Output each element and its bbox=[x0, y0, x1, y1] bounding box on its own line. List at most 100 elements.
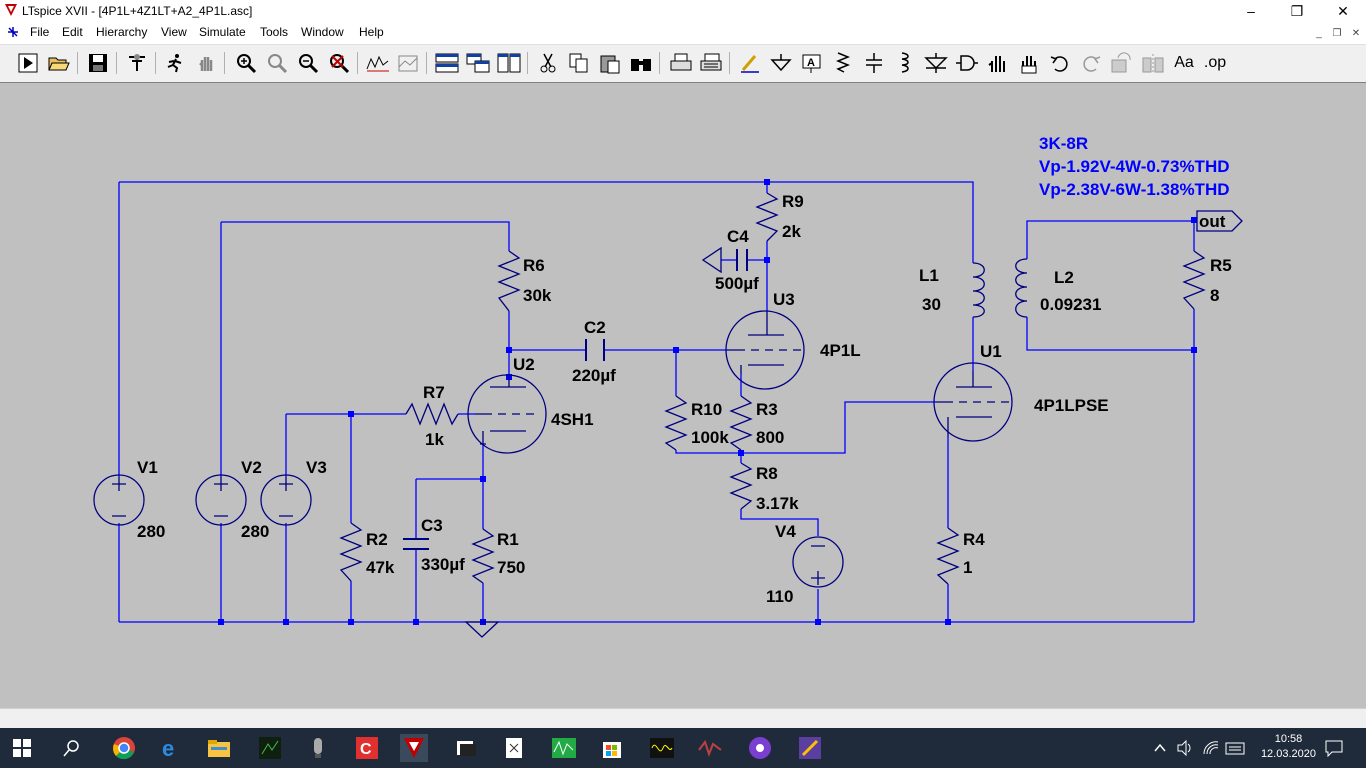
schematic-canvas[interactable]: 3K-8R Vp-1.92V-4W-0.73%THD Vp-2.38V-6W-1… bbox=[0, 82, 1366, 709]
cascade-icon[interactable] bbox=[466, 51, 490, 75]
R3-name[interactable]: R3 bbox=[756, 400, 778, 419]
L1-name[interactable]: L1 bbox=[919, 266, 939, 285]
note-line-3[interactable]: Vp-2.38V-6W-1.38%THD bbox=[1039, 180, 1230, 199]
V1-name[interactable]: V1 bbox=[137, 458, 158, 477]
tray-chevron-icon[interactable] bbox=[1150, 734, 1170, 762]
edge-icon[interactable]: e bbox=[158, 734, 186, 762]
V1-value[interactable]: 280 bbox=[137, 522, 165, 541]
menu-window[interactable]: Window bbox=[301, 25, 344, 39]
minimize-button[interactable]: – bbox=[1247, 3, 1255, 19]
schematic-doc-icon[interactable] bbox=[6, 25, 20, 39]
resistor-icon[interactable] bbox=[831, 51, 855, 75]
menu-help[interactable]: Help bbox=[359, 25, 384, 39]
find-icon[interactable] bbox=[629, 51, 653, 75]
network-icon[interactable] bbox=[1200, 734, 1222, 762]
R7-name[interactable]: R7 bbox=[423, 383, 445, 402]
file-explorer-icon[interactable] bbox=[205, 734, 233, 762]
notifications-icon[interactable] bbox=[1320, 734, 1348, 762]
plot-settings-icon[interactable] bbox=[396, 51, 420, 75]
V2-value[interactable]: 280 bbox=[241, 522, 269, 541]
R7-value[interactable]: 1k bbox=[425, 430, 444, 449]
menu-edit[interactable]: Edit bbox=[62, 25, 83, 39]
volume-icon[interactable] bbox=[1174, 734, 1196, 762]
U3-name[interactable]: U3 bbox=[773, 290, 795, 309]
C4-name[interactable]: C4 bbox=[727, 227, 749, 246]
R5-name[interactable]: R5 bbox=[1210, 256, 1232, 275]
U3-value[interactable]: 4P1L bbox=[820, 341, 861, 360]
save-icon[interactable] bbox=[86, 51, 110, 75]
R6-name[interactable]: R6 bbox=[523, 256, 545, 275]
out-label[interactable]: out bbox=[1199, 212, 1226, 231]
spice-directive-icon[interactable]: .op bbox=[1203, 54, 1227, 71]
zoom-in-icon[interactable] bbox=[234, 51, 258, 75]
oscilloscope-app-icon[interactable] bbox=[648, 734, 676, 762]
notes-app-icon[interactable] bbox=[500, 734, 528, 762]
R2-value[interactable]: 47k bbox=[366, 558, 395, 577]
L1-value[interactable]: 30 bbox=[922, 295, 941, 314]
menu-tools[interactable]: Tools bbox=[260, 25, 289, 39]
R3-value[interactable]: 800 bbox=[756, 428, 784, 447]
mdi-close-button[interactable]: ✕ bbox=[1351, 28, 1361, 39]
draw-app-icon[interactable] bbox=[796, 734, 824, 762]
mdi-minimize-button[interactable]: _ bbox=[1316, 28, 1322, 39]
print-setup-icon[interactable] bbox=[699, 51, 723, 75]
maximize-button[interactable]: ❐ bbox=[1290, 2, 1304, 19]
windows-start-icon[interactable] bbox=[8, 734, 36, 762]
C2-value[interactable]: 220µf bbox=[572, 366, 616, 385]
print-icon[interactable] bbox=[669, 51, 693, 75]
R6-value[interactable]: 30k bbox=[523, 286, 552, 305]
paste-icon[interactable] bbox=[598, 51, 622, 75]
R4-name[interactable]: R4 bbox=[963, 530, 985, 549]
note-line-1[interactable]: 3K-8R bbox=[1039, 134, 1088, 153]
component-icon[interactable] bbox=[955, 51, 979, 75]
move-icon[interactable] bbox=[986, 51, 1010, 75]
ground-icon[interactable] bbox=[769, 51, 793, 75]
ccleaner-icon[interactable]: C bbox=[353, 734, 381, 762]
C3-value[interactable]: 330µf bbox=[421, 555, 465, 574]
R9-name[interactable]: R9 bbox=[782, 192, 804, 211]
copy-icon[interactable] bbox=[567, 51, 591, 75]
R1-name[interactable]: R1 bbox=[497, 530, 519, 549]
menu-file[interactable]: File bbox=[30, 25, 50, 39]
V3-name[interactable]: V3 bbox=[306, 458, 327, 477]
chrome-icon[interactable] bbox=[110, 734, 138, 762]
R4-value[interactable]: 1 bbox=[963, 558, 972, 577]
R8-value[interactable]: 3.17k bbox=[756, 494, 799, 513]
R2-name[interactable]: R2 bbox=[366, 530, 388, 549]
cut-icon[interactable] bbox=[536, 51, 560, 75]
V4-value[interactable]: 110 bbox=[766, 587, 793, 606]
waveform-app-icon[interactable] bbox=[696, 734, 724, 762]
L2-value[interactable]: 0.09231 bbox=[1040, 295, 1101, 314]
C2-name[interactable]: C2 bbox=[584, 318, 606, 337]
V4-name[interactable]: V4 bbox=[775, 522, 796, 541]
menu-hierarchy[interactable]: Hierarchy bbox=[96, 25, 148, 39]
zoom-out-icon[interactable] bbox=[296, 51, 320, 75]
menu-view[interactable]: View bbox=[161, 25, 187, 39]
label-net-icon[interactable]: A bbox=[800, 51, 824, 75]
mirror-icon[interactable] bbox=[1141, 51, 1165, 75]
U2-value[interactable]: 4SH1 bbox=[551, 410, 594, 429]
inductor-icon[interactable] bbox=[893, 51, 917, 75]
search-icon[interactable] bbox=[58, 734, 86, 762]
zoom-full-icon[interactable] bbox=[265, 51, 289, 75]
app-icon-dark[interactable] bbox=[256, 734, 284, 762]
zoom-cancel-icon[interactable] bbox=[327, 51, 351, 75]
L2-name[interactable]: L2 bbox=[1054, 268, 1074, 287]
text-icon[interactable]: Aa bbox=[1174, 54, 1194, 71]
signal-app-icon[interactable] bbox=[550, 734, 578, 762]
U2-name[interactable]: U2 bbox=[513, 355, 535, 374]
drag-icon[interactable] bbox=[1017, 51, 1041, 75]
tile-horizontal-icon[interactable] bbox=[435, 51, 459, 75]
clock[interactable]: 10:58 12.03.2020 bbox=[1261, 732, 1316, 762]
keyboard-language-icon[interactable] bbox=[1224, 734, 1246, 762]
note-line-2[interactable]: Vp-1.92V-4W-0.73%THD bbox=[1039, 157, 1230, 176]
draw-wire-icon[interactable] bbox=[738, 51, 762, 75]
mdi-restore-button[interactable]: ❐ bbox=[1332, 28, 1342, 39]
R10-value[interactable]: 100k bbox=[691, 428, 729, 447]
R10-name[interactable]: R10 bbox=[691, 400, 722, 419]
diode-icon[interactable] bbox=[924, 51, 948, 75]
tube-app-icon[interactable] bbox=[304, 734, 332, 762]
C3-name[interactable]: C3 bbox=[421, 516, 443, 535]
folder-app-icon[interactable] bbox=[452, 734, 480, 762]
rotate-icon[interactable] bbox=[1110, 51, 1134, 75]
